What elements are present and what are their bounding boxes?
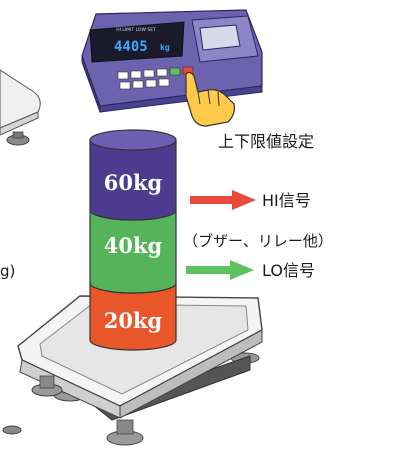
indicator-caption: 上下限値設定 xyxy=(218,132,314,151)
left-scale-partial: g) xyxy=(0,69,41,435)
weight-60kg-label: 60kg xyxy=(104,170,163,195)
left-fragment-label: g) xyxy=(0,262,15,280)
weighing-indicator: HI LIMIT LOW SET 4405 kg 上下限値設定 xyxy=(81,9,314,151)
weight-60kg: 60kg xyxy=(89,129,177,221)
weight-20kg-label: 20kg xyxy=(104,308,163,333)
lo-signal: LO信号 xyxy=(186,260,315,280)
lo-signal-label: LO信号 xyxy=(262,261,315,280)
output-note: （ブザー、リレー他） xyxy=(183,232,333,250)
display-unit: kg xyxy=(160,43,170,52)
hi-signal: HI信号 xyxy=(190,190,311,210)
weight-40kg-label: 40kg xyxy=(104,233,163,258)
hand-pointer-icon xyxy=(185,71,235,127)
indicator-small-label: HI LIMIT LOW SET xyxy=(116,27,156,33)
hi-signal-label: HI信号 xyxy=(262,191,311,210)
indicator-keypad xyxy=(117,66,194,90)
display-value: 4405 xyxy=(114,39,148,55)
